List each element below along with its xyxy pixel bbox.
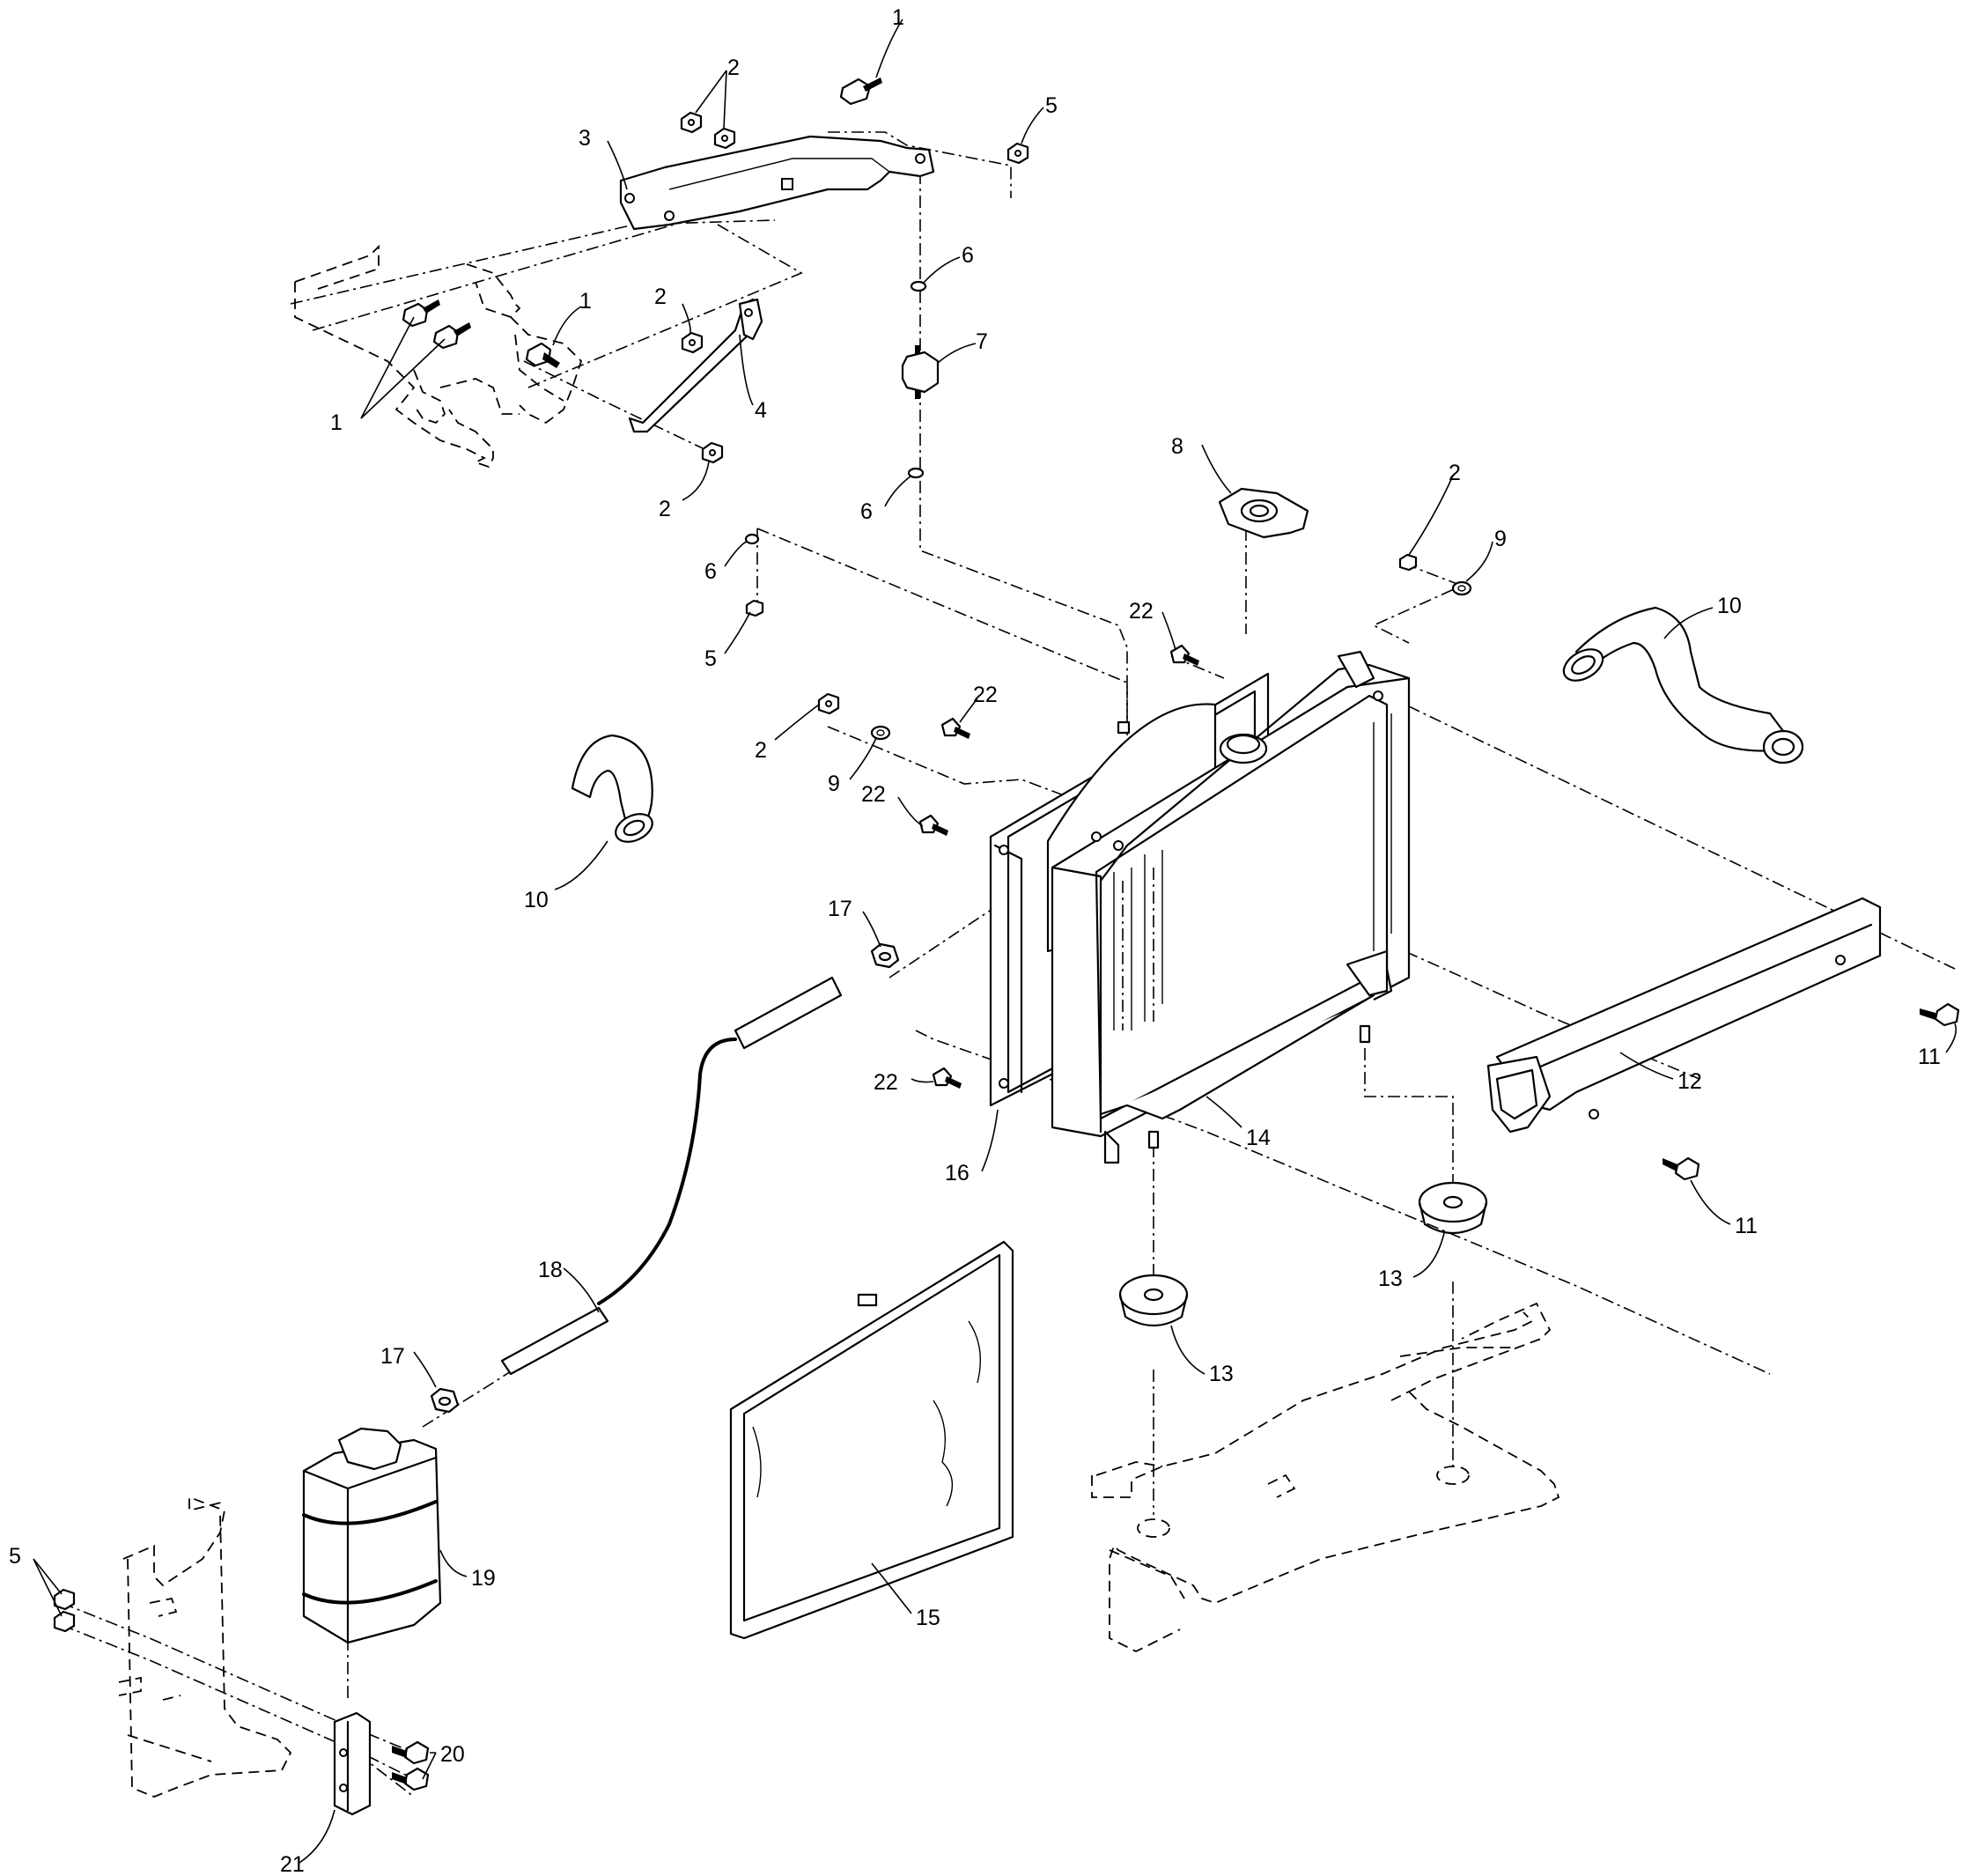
hardware [53,78,1960,1791]
overflow-reservoir-19 [302,1427,442,1644]
callout-10: 10 [524,888,549,912]
callout-15: 15 [916,1606,940,1630]
nut-2-f [817,692,840,715]
isolator-13-left [1118,1274,1189,1326]
bolt-22-b [940,717,970,739]
callout-20: 20 [440,1742,465,1767]
nut-2-e [1398,553,1418,572]
callout-11: 11 [1735,1214,1758,1238]
washer-6-upper [910,280,927,292]
callout-2: 2 [659,497,671,521]
callout-5: 5 [1045,93,1058,118]
nut-5-mid [745,599,764,617]
lower-hose-10 [571,734,653,843]
callout-6: 6 [860,499,873,524]
nut-5-top [1006,142,1029,165]
callout-3: 3 [579,126,591,151]
callout-6: 6 [962,243,974,268]
callout-10: 10 [1717,594,1742,618]
callout-22: 22 [1129,599,1154,624]
callout-9: 9 [828,772,840,796]
bolt-20-a [392,1740,430,1765]
nut-5-bottom-a [53,1588,76,1611]
callout-22: 22 [861,782,886,807]
callout-13: 13 [1378,1267,1403,1291]
bolt-1-top [839,78,882,106]
callout-8: 8 [1171,434,1183,459]
callout-4: 4 [755,398,767,423]
bolt-20-b [392,1767,430,1791]
overflow-hose-18 [500,976,843,1376]
callout-21: 21 [280,1852,305,1876]
callout-17: 17 [380,1344,405,1369]
callout-2: 2 [1449,461,1461,485]
nut-2-c [681,331,704,354]
callout-12: 12 [1677,1069,1702,1094]
frame-mount-plate [294,244,583,469]
fitting-17-upper [870,942,900,969]
callout-17: 17 [828,897,852,921]
radiator-cap-8 [1218,487,1309,539]
callout-7: 7 [976,329,988,354]
bolt-11-right [1920,1002,1960,1027]
radiator-screen-15 [729,1240,1014,1640]
callout-6: 6 [704,559,717,584]
upper-hose-10 [1562,606,1804,764]
nut-5-bottom-b [53,1610,76,1633]
callout-16: 16 [945,1161,970,1185]
bolt-22-c [918,814,948,836]
bolt-1-b [432,322,471,350]
reservoir-mount-plate [118,1496,292,1798]
callout-19: 19 [471,1566,496,1591]
callout-11: 11 [1918,1045,1941,1069]
bolt-1-c [525,342,560,368]
support-bar-3 [619,135,935,231]
radiator-14 [1051,650,1411,1164]
callout-22: 22 [874,1070,898,1095]
washer-9-left [870,725,891,741]
nut-2-d [701,441,724,464]
lower-mount-plate [1091,1302,1560,1653]
callout-9: 9 [1494,527,1507,551]
callout-2: 2 [654,284,667,309]
callout-1: 1 [892,5,904,30]
callout-5: 5 [9,1544,21,1569]
callout-labels: 1 2 5 3 2 1 6 7 4 1 2 6 8 2 9 6 5 22 10 … [9,5,1941,1876]
nut-2-a [680,111,703,134]
strap-4 [628,298,763,433]
callout-2: 2 [755,738,767,763]
washer-6-lower [907,467,925,479]
bolt-1-a [402,299,440,328]
washer-6-mid [744,533,760,545]
bolt-11-lower [1663,1156,1700,1181]
isolator-7 [901,345,940,399]
reservoir-clip-21 [333,1711,372,1816]
isolator-13-right [1418,1181,1488,1234]
callout-22: 22 [973,683,998,707]
callout-2: 2 [727,55,740,80]
side-bracket-12 [1486,897,1882,1134]
callout-5: 5 [704,646,717,671]
callout-18: 18 [538,1258,563,1282]
callout-1: 1 [579,289,592,314]
callout-leaders [33,18,1958,1864]
callout-1: 1 [330,410,343,435]
callout-13: 13 [1209,1362,1234,1386]
callout-14: 14 [1246,1126,1271,1150]
fitting-17-lower [430,1387,460,1414]
washer-9-right [1451,580,1472,596]
bolt-22-d [932,1067,962,1089]
nut-2-b [713,127,736,150]
